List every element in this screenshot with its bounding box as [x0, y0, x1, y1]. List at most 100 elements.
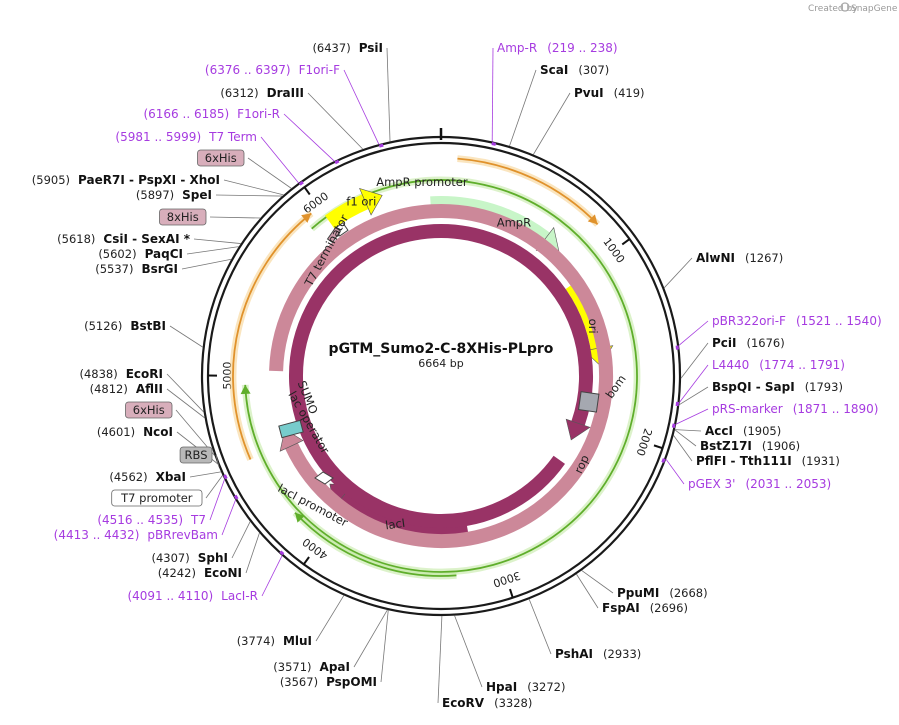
sumo-arrow [269, 204, 613, 548]
leader-line [215, 194, 283, 197]
promoter-box [111, 489, 203, 507]
site-labels: Amp-R(219 .. 238)ScaI(307)PvuI(419)AlwNI… [32, 41, 882, 710]
ruler-tick-label: 6000 [301, 190, 331, 217]
site-position: (6166 .. 6185) [143, 107, 229, 121]
site-name: AlwNI [696, 251, 735, 265]
leader-line [509, 69, 537, 147]
site-name: PsiI [359, 41, 383, 55]
site-name: T7 [190, 513, 206, 527]
site-name: DraIII [267, 86, 304, 100]
site-label: (5897)SpeI [136, 188, 212, 202]
ruler-tick [653, 444, 663, 450]
site-position: (1267) [745, 251, 783, 265]
site-label: AlwNI (1267) [696, 251, 783, 265]
leader-line [261, 555, 283, 597]
tag-label: 6xHis [133, 403, 165, 417]
orf-arc-plpro [232, 212, 312, 460]
rbs-box [179, 446, 213, 464]
site-name: ApaI [320, 660, 350, 674]
site-name: PvuI [574, 86, 604, 100]
leader-line [247, 157, 292, 189]
site-name: PshAI [555, 647, 593, 661]
site-name: Amp-R [497, 41, 537, 55]
site-position: (1793) [805, 380, 843, 394]
site-label: (4812)AflII [90, 382, 163, 396]
leader-line [315, 595, 345, 642]
site-label: BspQI - SapI (1793) [712, 380, 843, 394]
site-label: (4091 .. 4110)LacI-R [127, 589, 258, 603]
primer-mark [671, 423, 676, 428]
site-label: (5602)PaqCI [98, 247, 183, 261]
leader-line [679, 386, 709, 406]
leader-line [189, 471, 222, 478]
site-label: (4601)NcoI [97, 425, 173, 439]
ruler-tick-label: 2000 [633, 427, 654, 458]
leader-line [576, 573, 599, 609]
site-name: pBRrevBam [147, 528, 218, 542]
site-position: (1871 .. 1890) [793, 402, 879, 416]
site-name: MluI [283, 634, 312, 648]
orf-arc-laci-rev [294, 512, 457, 577]
site-position: (5618) [57, 232, 95, 246]
leader-line [260, 136, 299, 184]
plasmid-title: pGTM_Sumo2-C-8XHis-PLpro [329, 341, 554, 357]
site-label: PvuI (419) [574, 86, 645, 100]
site-label: PflFI - Tth111I(1931) [696, 454, 840, 468]
primer-mark [223, 474, 228, 480]
site-name: F1ori-F [299, 63, 340, 77]
site-name: F1ori-R [237, 107, 280, 121]
site-label: (5126)BstBI [84, 319, 166, 333]
rbs-label: RBS [185, 448, 208, 462]
leader-line [679, 364, 709, 403]
site-name: PaeR7I - PspXI - XhoI [78, 173, 220, 187]
primer-mark [298, 180, 304, 186]
site-position: (5905) [32, 173, 70, 187]
ruler-tick [303, 186, 311, 196]
site-position: (4413 .. 4432) [54, 528, 140, 542]
primer-mark [334, 159, 340, 165]
site-position: (307) [578, 63, 609, 77]
primer-mark [233, 494, 239, 500]
site-position: (1676) [747, 336, 785, 350]
site-label: Amp-R(219 .. 238) [497, 41, 618, 55]
site-label: (6312)DraIII [220, 86, 304, 100]
rop-arrow [289, 224, 593, 528]
tag-label: 8xHis [167, 210, 199, 224]
leader-line [678, 320, 709, 346]
orf-arc-plpro-rev [244, 179, 638, 573]
site-label: PciI(1676) [712, 336, 785, 350]
feature-arrows [229, 155, 641, 580]
site-position: (419) [614, 86, 645, 100]
site-label: FspAI(2696) [602, 601, 688, 615]
site-position: (2696) [650, 601, 688, 615]
leader-line [533, 92, 571, 155]
site-name: BsrGI [141, 262, 178, 276]
orf-arc-plpro-arrowhead [301, 213, 312, 223]
ruler-tick-label: 1000 [600, 235, 627, 265]
ruler-tick [509, 588, 514, 598]
site-label: (5905) PaeR7I - PspXI - XhoI [32, 173, 220, 187]
site-name: CsiI - SexAI * [103, 232, 190, 246]
primer-mark [491, 142, 497, 146]
site-name: BspQI - SapI [712, 380, 795, 394]
site-label: (4307)SphI [152, 551, 229, 565]
site-label: pRS-marker(1871 .. 1890) [712, 402, 878, 416]
site-label: PpuMI(2668) [617, 586, 708, 600]
site-name: PaqCI [145, 247, 183, 261]
site-position: (4812) [90, 382, 128, 396]
leader-line [581, 570, 614, 594]
site-label: (4516 .. 4535)T7 [97, 513, 206, 527]
leader-line [663, 257, 693, 289]
site-position: (2933) [603, 647, 641, 661]
rop-arrow-head [565, 418, 591, 441]
feature-label: f1 ori [346, 194, 376, 208]
site-position: (3571) [273, 660, 311, 674]
his-tag-marker [326, 226, 342, 244]
tag-box [159, 208, 207, 226]
site-name: SphI [198, 551, 228, 565]
leader-line [221, 499, 236, 536]
site-label: (3774)MluI [237, 634, 312, 648]
leader-line [491, 47, 494, 142]
